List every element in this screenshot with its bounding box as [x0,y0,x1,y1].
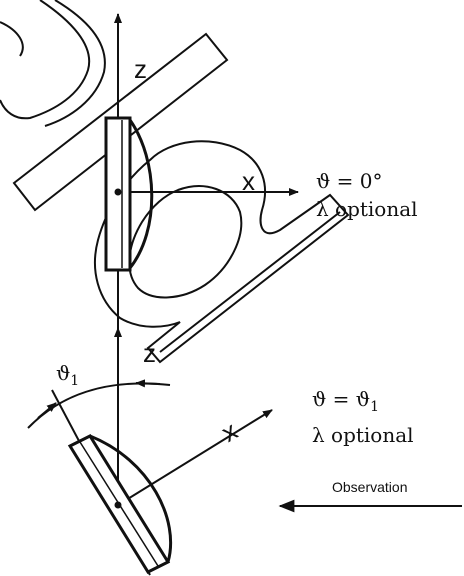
background-outline-fragment-inner [44,0,106,127]
upper-configuration [0,0,350,364]
lower-x-axis [117,409,273,506]
lower-condition-angle: ϑ = ϑ1 [312,387,379,415]
upper-condition-angle: ϑ = 0° [316,169,383,193]
angle-arc-arrow-right [135,379,161,388]
observation-label: Observation [332,479,407,495]
lower-angle-symbol: ϑ [56,361,70,385]
lower-angle-label: ϑ1 [56,361,79,389]
angle-arc [27,382,171,429]
upper-z-label: z [134,54,147,84]
lower-configuration [27,327,273,576]
upper-lens-curved-face [128,119,154,269]
lower-origin-dot [114,501,122,509]
angle-arc-arrow-left [37,402,57,419]
lower-angle-subscript: 1 [70,373,79,389]
lower-condition-lambda: λ optional [312,423,414,447]
upper-x-label: x [242,166,255,196]
lower-condition-angle-subscript: 1 [370,399,379,415]
upper-condition-lambda: λ optional [316,197,418,221]
background-outline-fragment [0,0,91,120]
rotated-band-outline [94,140,350,364]
background-outline-fragment-small [0,21,24,57]
upper-rotated-z-label: z [143,338,156,368]
upper-rotated-axis [159,211,341,353]
upper-origin-dot [114,188,122,196]
lower-lens-curved-face [89,434,173,563]
rotated-band-inner-loop [128,185,243,299]
lower-condition-angle-text: ϑ = ϑ [312,387,370,411]
